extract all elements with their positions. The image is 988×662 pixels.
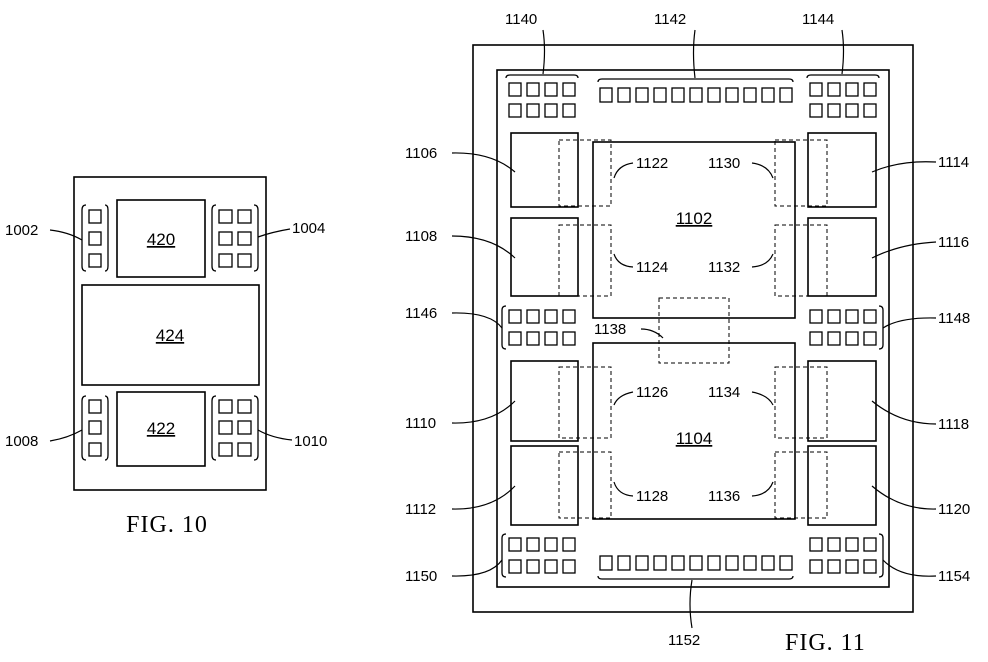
fig11-mem-1110 (510, 360, 579, 442)
fig11-mem-1118 (807, 360, 877, 442)
label-1126: 1126 (636, 384, 668, 401)
label-1122: 1122 (636, 155, 668, 172)
fig11-phy-1126 (558, 366, 612, 439)
fig11-mem-1116 (807, 217, 877, 297)
label-1004: 1004 (292, 220, 325, 237)
fig10: 420 424 422 (5, 176, 327, 538)
fig11-pads-1154 (809, 533, 884, 578)
fig11-die-1102 (592, 141, 796, 319)
label-1124: 1124 (636, 259, 668, 276)
fig11-package (472, 44, 914, 613)
fig10-interconnect-424 (81, 284, 260, 386)
fig11-pads-1140 (505, 74, 579, 118)
label-1008: 1008 (5, 433, 38, 450)
fig11-phy-1122 (558, 139, 612, 207)
label-1010: 1010 (294, 433, 327, 450)
fig11-die-1104 (592, 342, 796, 520)
label-1152: 1152 (668, 632, 700, 649)
label-1120: 1120 (938, 501, 970, 518)
fig11-pads-1152 (597, 555, 794, 580)
label-1002: 1002 (5, 222, 38, 239)
fig11-bridge-1138 (658, 297, 730, 364)
fig10-die-422-label: 422 (147, 419, 175, 438)
fig11-pads-1146 (501, 305, 576, 350)
fig11-mem-1120 (807, 445, 877, 526)
fig11-pads-1144 (806, 74, 880, 118)
label-1146: 1146 (405, 305, 437, 322)
fig11-die-1104-label: 1104 (676, 429, 713, 448)
fig11-mem-1114 (807, 132, 877, 208)
fig11-mem-1106 (510, 132, 579, 208)
label-1116: 1116 (938, 234, 969, 251)
fig10-die-420-label: 420 (147, 230, 175, 249)
label-1130: 1130 (708, 155, 740, 172)
fig11-phy-1128 (558, 451, 612, 519)
label-1128: 1128 (636, 488, 668, 505)
label-1110: 1110 (405, 415, 436, 432)
label-1140: 1140 (505, 11, 537, 28)
fig10-die-420 (116, 199, 206, 278)
label-1148: 1148 (938, 310, 970, 327)
fig11-mem-1108 (510, 217, 579, 297)
fig11-phy-1134 (774, 366, 828, 439)
fig10-package (73, 176, 267, 491)
fig10-pads-1002 (81, 204, 109, 272)
label-1132: 1132 (708, 259, 740, 276)
fig10-interconnect-label: 424 (156, 326, 184, 345)
label-1118: 1118 (938, 416, 969, 433)
label-1134: 1134 (708, 384, 740, 401)
label-1112: 1112 (405, 501, 436, 518)
label-1138: 1138 (594, 321, 626, 338)
fig11-pads-1150 (501, 533, 576, 578)
fig10-pads-1010 (211, 395, 259, 461)
label-1108: 1108 (405, 228, 437, 245)
fig11-die-1102-label: 1102 (676, 209, 713, 228)
fig11-mem-1112 (510, 445, 579, 526)
fig11-phy-1124 (558, 224, 612, 297)
label-1144: 1144 (802, 11, 834, 28)
label-1136: 1136 (708, 488, 740, 505)
fig11-pads-1142 (597, 78, 794, 103)
fig10-pads-1004 (211, 204, 259, 272)
fig10-pads-1008 (81, 395, 109, 461)
fig11-phy-1130 (774, 139, 828, 207)
fig11-pads-1148 (809, 305, 884, 350)
fig11: 1102 1104 (405, 11, 970, 656)
fig11-caption: FIG. 11 (785, 630, 866, 656)
fig11-phy-1136 (774, 451, 828, 519)
fig11-phy-1132 (774, 224, 828, 297)
label-1154: 1154 (938, 568, 970, 585)
label-1114: 1114 (938, 154, 969, 171)
fig10-caption: FIG. 10 (126, 512, 208, 538)
label-1106: 1106 (405, 145, 437, 162)
label-1142: 1142 (654, 11, 686, 28)
fig11-substrate (496, 69, 890, 588)
fig10-die-422 (116, 391, 206, 467)
label-1150: 1150 (405, 568, 437, 585)
